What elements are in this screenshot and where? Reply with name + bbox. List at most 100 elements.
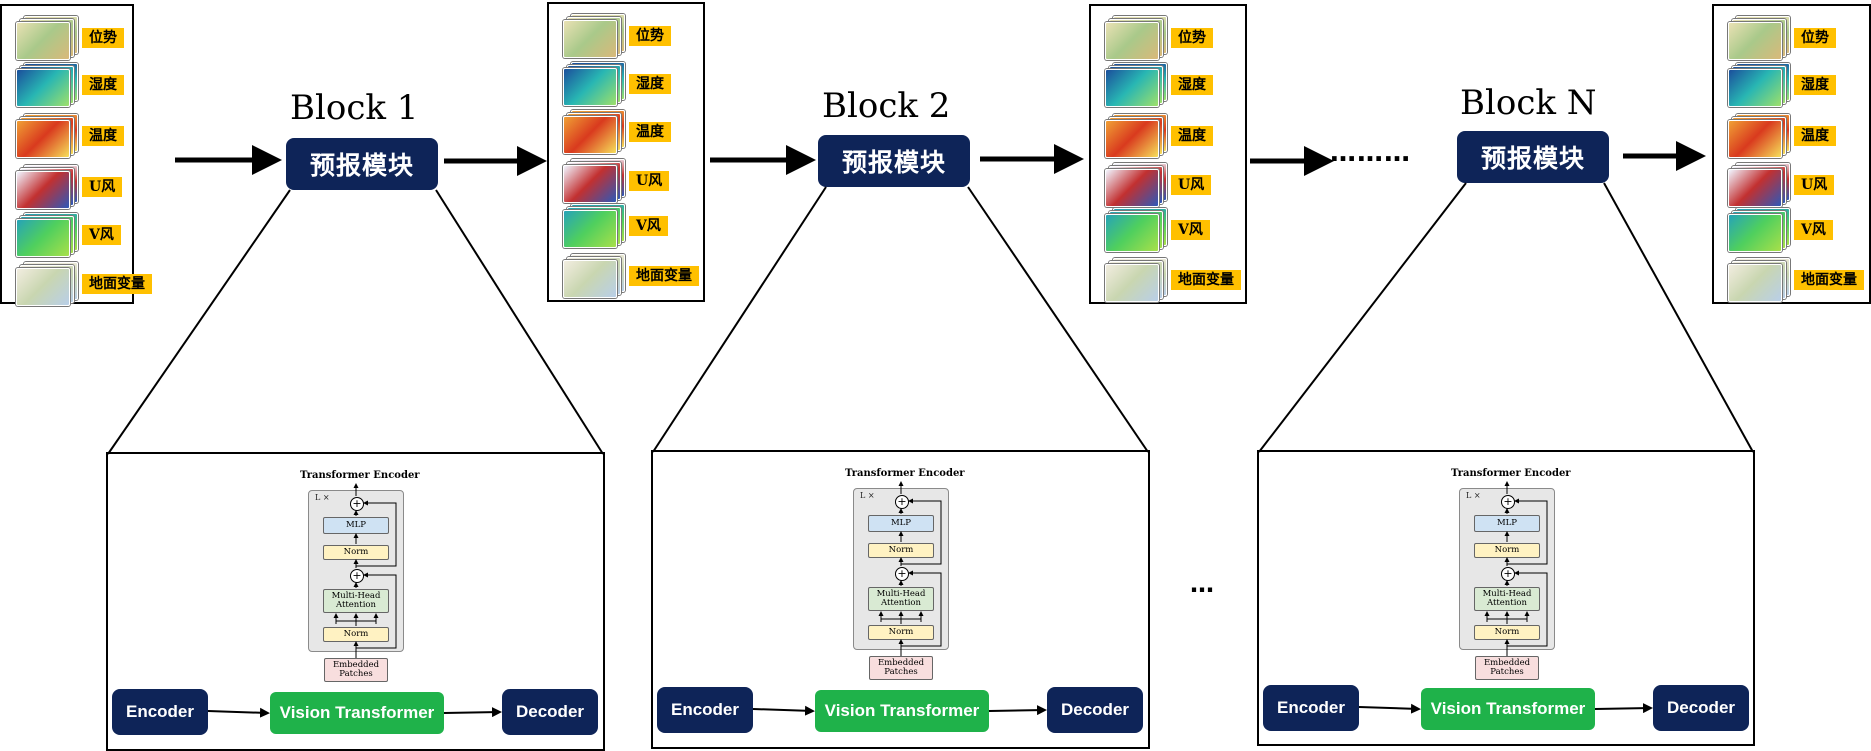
variable-row: V风 [1724,206,1871,254]
variable-label: U风 [1171,175,1212,195]
map-layer [1105,69,1159,107]
embedded-patches-block: Embedded Patches [869,656,933,680]
variable-label: 湿度 [1794,75,1836,95]
map-layer [563,68,617,106]
variable-label: V风 [629,216,668,236]
vision-transformer-button[interactable]: Vision Transformer [815,690,989,732]
variable-row: 温度 [1101,112,1251,160]
decoder-button[interactable]: Decoder [502,689,598,735]
attention-block: Multi-Head Attention [868,587,934,611]
decoder-button[interactable]: Decoder [1047,687,1143,733]
geopotential-map-icon [563,14,625,58]
forecast-module-detail-1: Encoder Vision Transformer Decoder Transfor… [106,452,605,751]
embedded-patches-block: Embedded Patches [1475,656,1539,680]
variable-label: 位势 [629,26,671,46]
surface-map-icon [1728,258,1790,302]
variable-label: V风 [1794,220,1833,240]
temperature-map-icon [16,114,78,158]
decoder-button[interactable]: Decoder [1653,685,1749,731]
map-layer [563,116,617,154]
map-layer [16,120,70,158]
map-layer [1105,264,1159,302]
block-title-3: Block N [1460,83,1597,123]
variable-label: 温度 [1794,126,1836,146]
variable-label: 位势 [1794,28,1836,48]
forecast-module-button-1[interactable]: 预报模块 [286,138,438,190]
variable-label: 温度 [82,126,124,146]
forecast-module-button-2[interactable]: 预报模块 [818,135,970,187]
embedded-patches-block: Embedded Patches [324,658,388,682]
map-layer [1728,120,1782,158]
add-circle-icon: + [1501,567,1515,581]
mlp-block: MLP [323,517,389,534]
encoder-button[interactable]: Encoder [1263,685,1359,731]
vision-transformer-button[interactable]: Vision Transformer [270,692,444,734]
variable-row: U风 [1724,161,1871,209]
repeat-label: L × [1466,491,1481,500]
add-circle-icon: + [350,569,364,583]
temperature-map-icon [1728,114,1790,158]
surface-map-icon [16,262,78,306]
v-wind-map-icon [1728,208,1790,252]
humidity-map-icon [16,63,78,107]
norm-block: Norm [1474,625,1540,640]
variable-label: U风 [629,171,670,191]
add-circle-icon: + [1501,495,1515,509]
vision-transformer-button[interactable]: Vision Transformer [1421,688,1595,730]
map-layer [1105,214,1159,252]
v-wind-map-icon [16,213,78,257]
norm-block: Norm [868,543,934,558]
map-layer [1105,169,1159,207]
norm-block: Norm [323,545,389,560]
add-circle-icon: + [895,495,909,509]
variable-label: 湿度 [629,74,671,94]
temperature-map-icon [563,110,625,154]
repeat-label: L × [860,491,875,500]
variable-label: 地面变量 [82,274,152,294]
transformer-encoder-title: Transformer Encoder [300,470,420,481]
map-layer [16,69,70,107]
variable-row: 地面变量 [1101,256,1251,304]
variable-label: 地面变量 [1794,270,1864,290]
temperature-map-icon [1105,114,1167,158]
map-layer [563,260,617,298]
forecast-module-detail-2: Encoder Vision Transformer Decoder Transfor… [651,450,1150,749]
u-wind-map-icon [1728,163,1790,207]
humidity-map-icon [563,62,625,106]
variable-row: 地面变量 [1724,256,1871,304]
add-circle-icon: + [350,497,364,511]
block-title-2: Block 2 [822,86,951,126]
variable-label: 温度 [1171,126,1213,146]
norm-block: Norm [868,625,934,640]
humidity-map-icon [1105,63,1167,107]
variable-row: 位势 [1101,14,1251,62]
variable-row: 温度 [12,112,162,160]
variable-row: U风 [559,157,709,205]
u-wind-map-icon [563,159,625,203]
detail-ellipsis: … [1190,570,1215,598]
variable-row: 位势 [559,12,709,60]
variable-label: U风 [82,177,123,197]
forecast-module-button-3[interactable]: 预报模块 [1457,131,1609,183]
map-layer [563,165,617,203]
map-layer [16,171,70,209]
variable-label: 温度 [629,122,671,142]
variable-label: V风 [82,225,121,245]
transformer-encoder-title: Transformer Encoder [845,468,965,479]
u-wind-map-icon [16,165,78,209]
encoder-button[interactable]: Encoder [112,689,208,735]
humidity-map-icon [1728,63,1790,107]
variable-row: 温度 [559,108,709,156]
flow-ellipsis: ……… [1330,138,1411,168]
variable-label: 位势 [82,28,124,48]
variable-row: V风 [1101,206,1251,254]
variable-row: 位势 [12,14,162,62]
encoder-button[interactable]: Encoder [657,687,753,733]
attention-block: Multi-Head Attention [323,589,389,613]
variable-row: 地面变量 [12,260,162,308]
variable-label: 湿度 [1171,75,1213,95]
v-wind-map-icon [563,204,625,248]
